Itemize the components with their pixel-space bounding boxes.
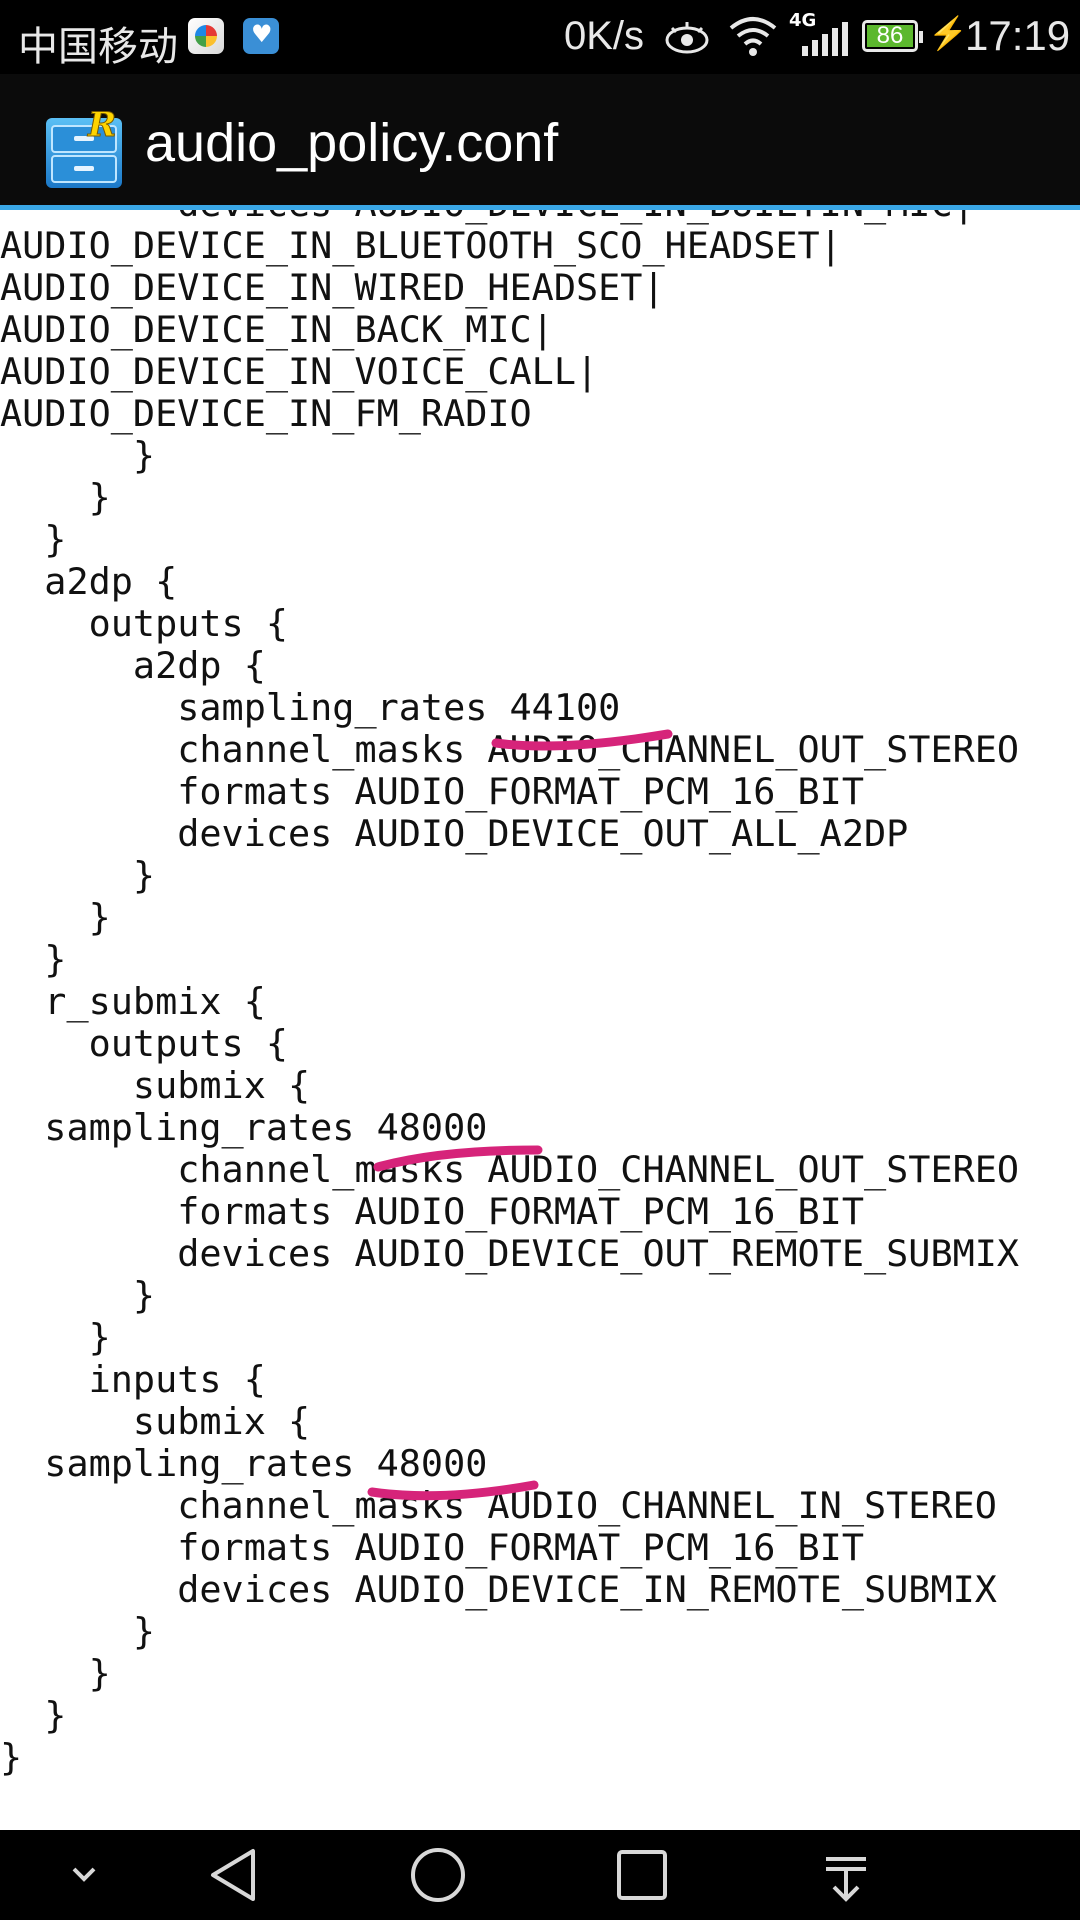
code-line: formats AUDIO_FORMAT_PCM_16_BIT [0,1190,864,1233]
code-line: AUDIO_DEVICE_IN_VOICE_CALL| [0,350,599,393]
code-line: devices AUDIO_DEVICE_IN_BUILTIN_MIC| [0,210,1019,225]
file-content[interactable]: devices AUDIO_DEVICE_IN_BUILTIN_MIC|AUDI… [0,210,1080,1830]
wifi-icon [729,17,777,56]
clock: 17:19 [965,12,1071,59]
code-line: channel_masks AUDIO_CHANNEL_OUT_STEREO [0,1148,1020,1191]
code-line: outputs { [0,1022,288,1065]
code-line: sampling_rates 48000 [0,1106,488,1149]
hide-nav-icon[interactable] [54,1845,114,1905]
home-icon[interactable] [408,1845,468,1905]
status-bar: 中国移动 0K/s 4G 86 ⚡ 17:19 [0,0,1080,74]
code-line: a2dp { [0,560,178,603]
recents-icon[interactable] [612,1845,672,1905]
code-view: devices AUDIO_DEVICE_IN_BUILTIN_MIC|AUDI… [0,210,1019,1779]
code-line: } [0,854,156,897]
charging-icon: ⚡ [928,15,968,51]
code-line: } [0,434,156,477]
code-line: sampling_rates 44100 [0,686,621,729]
signal-icon [802,22,848,56]
code-line: } [0,938,67,981]
notification-pull-icon[interactable] [816,1845,876,1905]
app-bar: R audio_policy.conf [0,74,1080,210]
code-line: submix { [0,1400,311,1443]
app-bar-divider [0,205,1080,210]
app-notification-icon [188,18,224,54]
code-line: } [0,1694,67,1737]
code-line: formats AUDIO_FORMAT_PCM_16_BIT [0,770,864,813]
code-line: formats AUDIO_FORMAT_PCM_16_BIT [0,1526,864,1569]
code-line: } [0,1610,156,1653]
code-line: submix { [0,1064,311,1107]
code-line: AUDIO_DEVICE_IN_FM_RADIO [0,392,532,435]
code-line: } [0,1652,111,1695]
code-line: inputs { [0,1358,266,1401]
root-explorer-icon[interactable]: R [44,104,124,190]
code-line: devices AUDIO_DEVICE_OUT_ALL_A2DP [0,812,909,855]
code-line: } [0,896,111,939]
code-line: AUDIO_DEVICE_IN_BACK_MIC| [0,308,554,351]
code-line: devices AUDIO_DEVICE_IN_REMOTE_SUBMIX [0,1568,997,1611]
navigation-bar [0,1830,1080,1920]
code-line: } [0,1316,111,1359]
code-line: AUDIO_DEVICE_IN_WIRED_HEADSET| [0,266,665,309]
code-line: } [0,1274,156,1317]
code-line: outputs { [0,602,288,645]
battery-icon: 86 [862,20,923,52]
carrier-label: 中国移动 [18,25,178,69]
code-line: r_submix { [0,980,266,1023]
code-line: sampling_rates 48000 [0,1442,488,1485]
battery-level: 86 [876,22,904,49]
code-line: devices AUDIO_DEVICE_OUT_REMOTE_SUBMIX [0,1232,1020,1275]
svg-text:R: R [87,105,116,145]
code-line: a2dp { [0,644,266,687]
back-icon[interactable] [205,1845,265,1905]
code-line: channel_masks AUDIO_CHANNEL_IN_STEREO [0,1484,997,1527]
health-app-icon [243,18,279,54]
code-line: } [0,1736,23,1779]
eye-icon [665,22,709,54]
network-speed: 0K/s [564,14,645,58]
code-line: } [0,518,67,561]
file-title: audio_policy.conf [145,113,559,173]
code-line: } [0,476,111,519]
network-type: 4G [789,10,817,31]
code-line: AUDIO_DEVICE_IN_BLUETOOTH_SCO_HEADSET| [0,224,842,267]
code-line: channel_masks AUDIO_CHANNEL_OUT_STEREO [0,728,1020,771]
